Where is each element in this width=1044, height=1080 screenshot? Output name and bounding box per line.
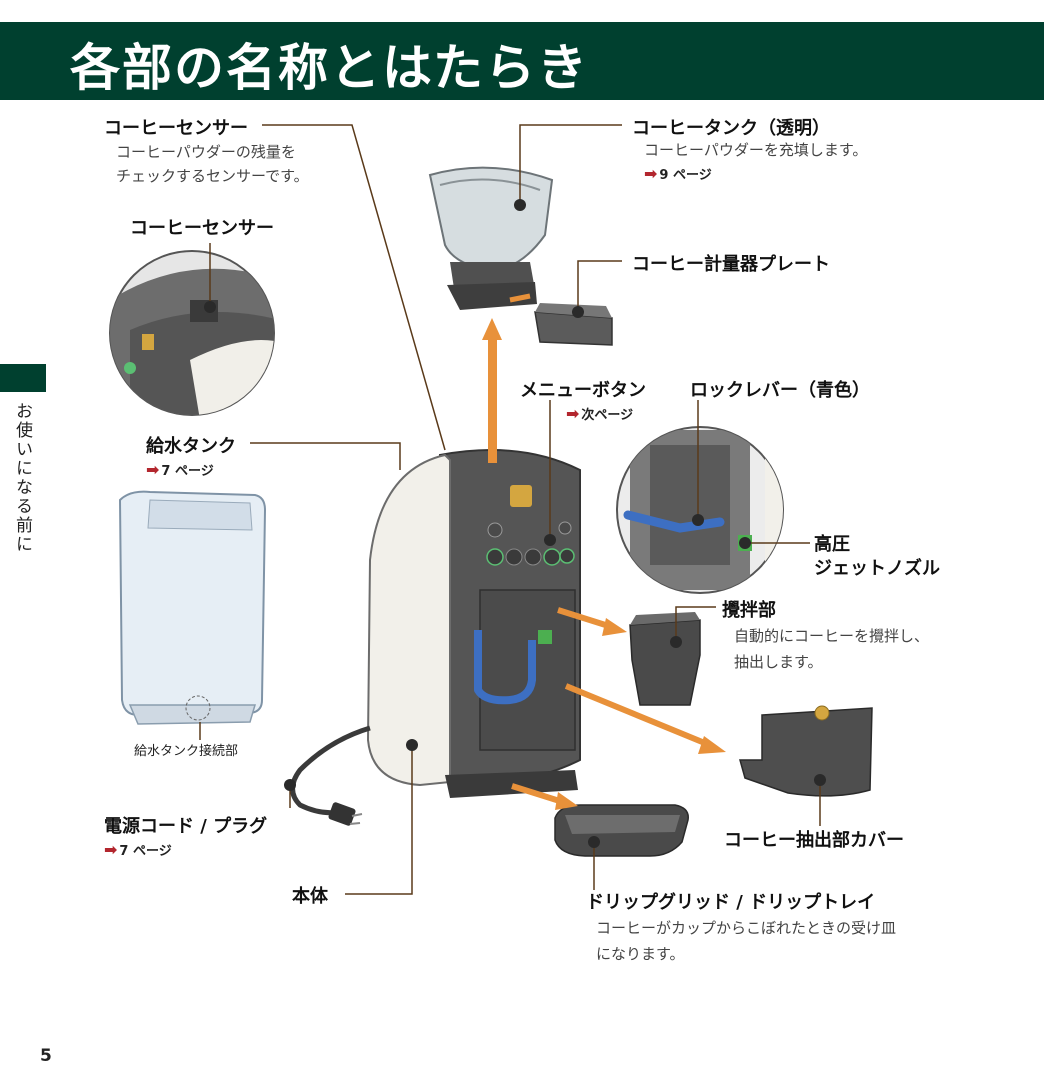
label-measure-plate: コーヒー計量器プレート — [632, 254, 830, 275]
ref-power-cord[interactable]: ➡7 ページ — [104, 840, 172, 859]
label-lock-lever: ロックレバー（青色） — [690, 380, 870, 401]
desc-coffee-sensor-line2: チェックするセンサーです。 — [116, 167, 309, 185]
label-water-tank: 給水タンク — [146, 436, 236, 457]
sensor-detail-illustration — [109, 250, 275, 416]
page-title: 各部の名称とはたらき — [70, 39, 589, 97]
header-bar: 各部の名称とはたらき — [0, 22, 1044, 100]
ref-menu-button[interactable]: ➡次ページ — [566, 404, 634, 423]
red-arrow-icon: ➡ — [146, 460, 160, 479]
desc-coffee-sensor-line1: コーヒーパウダーの残量を — [116, 143, 296, 161]
label-nozzle-line2: ジェットノズル — [814, 558, 940, 579]
label-menu-button: メニューボタン — [520, 380, 646, 401]
red-arrow-icon: ➡ — [104, 840, 118, 859]
label-nozzle-line1: 高圧 — [814, 534, 850, 555]
label-extraction-cover: コーヒー抽出部カバー — [724, 830, 904, 851]
desc-drip-tray-line1: コーヒーがカップからこぼれたときの受け皿 — [596, 919, 897, 937]
label-stirrer: 攪拌部 — [722, 600, 776, 621]
red-arrow-icon: ➡ — [566, 404, 580, 423]
power-cord-illustration — [290, 725, 371, 826]
side-tab-label: お使いになる前に — [12, 402, 32, 554]
label-coffee-tank: コーヒータンク（透明） — [632, 118, 830, 139]
side-tab-marker — [0, 364, 46, 392]
movement-arrows — [482, 293, 726, 810]
drip-tray-illustration — [554, 804, 689, 857]
leader-dots — [204, 199, 826, 848]
label-coffee-sensor-detail: コーヒーセンサー — [130, 218, 274, 239]
ref-coffee-tank[interactable]: ➡9 ページ — [644, 164, 712, 183]
desc-stirrer-line1: 自動的にコーヒーを攪拌し、 — [734, 627, 930, 645]
coffee-tank-illustration — [428, 166, 554, 310]
label-main-body: 本体 — [292, 886, 328, 907]
stirrer-illustration — [629, 612, 701, 706]
label-power-cord: 電源コード / プラグ — [104, 816, 268, 837]
machine-body-illustration — [366, 449, 581, 798]
label-drip-tray: ドリップグリッド / ドリップトレイ — [586, 892, 876, 913]
desc-drip-tray-line2: になります。 — [596, 945, 685, 963]
label-coffee-sensor: コーヒーセンサー — [104, 118, 248, 139]
label-water-tank-connector: 給水タンク接続部 — [134, 744, 239, 759]
page-number: 5 — [40, 1046, 52, 1066]
ref-water-tank[interactable]: ➡7 ページ — [146, 460, 214, 479]
leader-lines — [199, 124, 821, 895]
water-tank-illustration — [118, 490, 267, 725]
desc-coffee-tank: コーヒーパウダーを充填します。 — [644, 141, 868, 159]
lock-lever-detail-illustration — [616, 426, 784, 594]
extraction-cover-illustration — [739, 705, 873, 797]
desc-stirrer-line2: 抽出します。 — [734, 653, 823, 671]
red-arrow-icon: ➡ — [644, 164, 658, 183]
